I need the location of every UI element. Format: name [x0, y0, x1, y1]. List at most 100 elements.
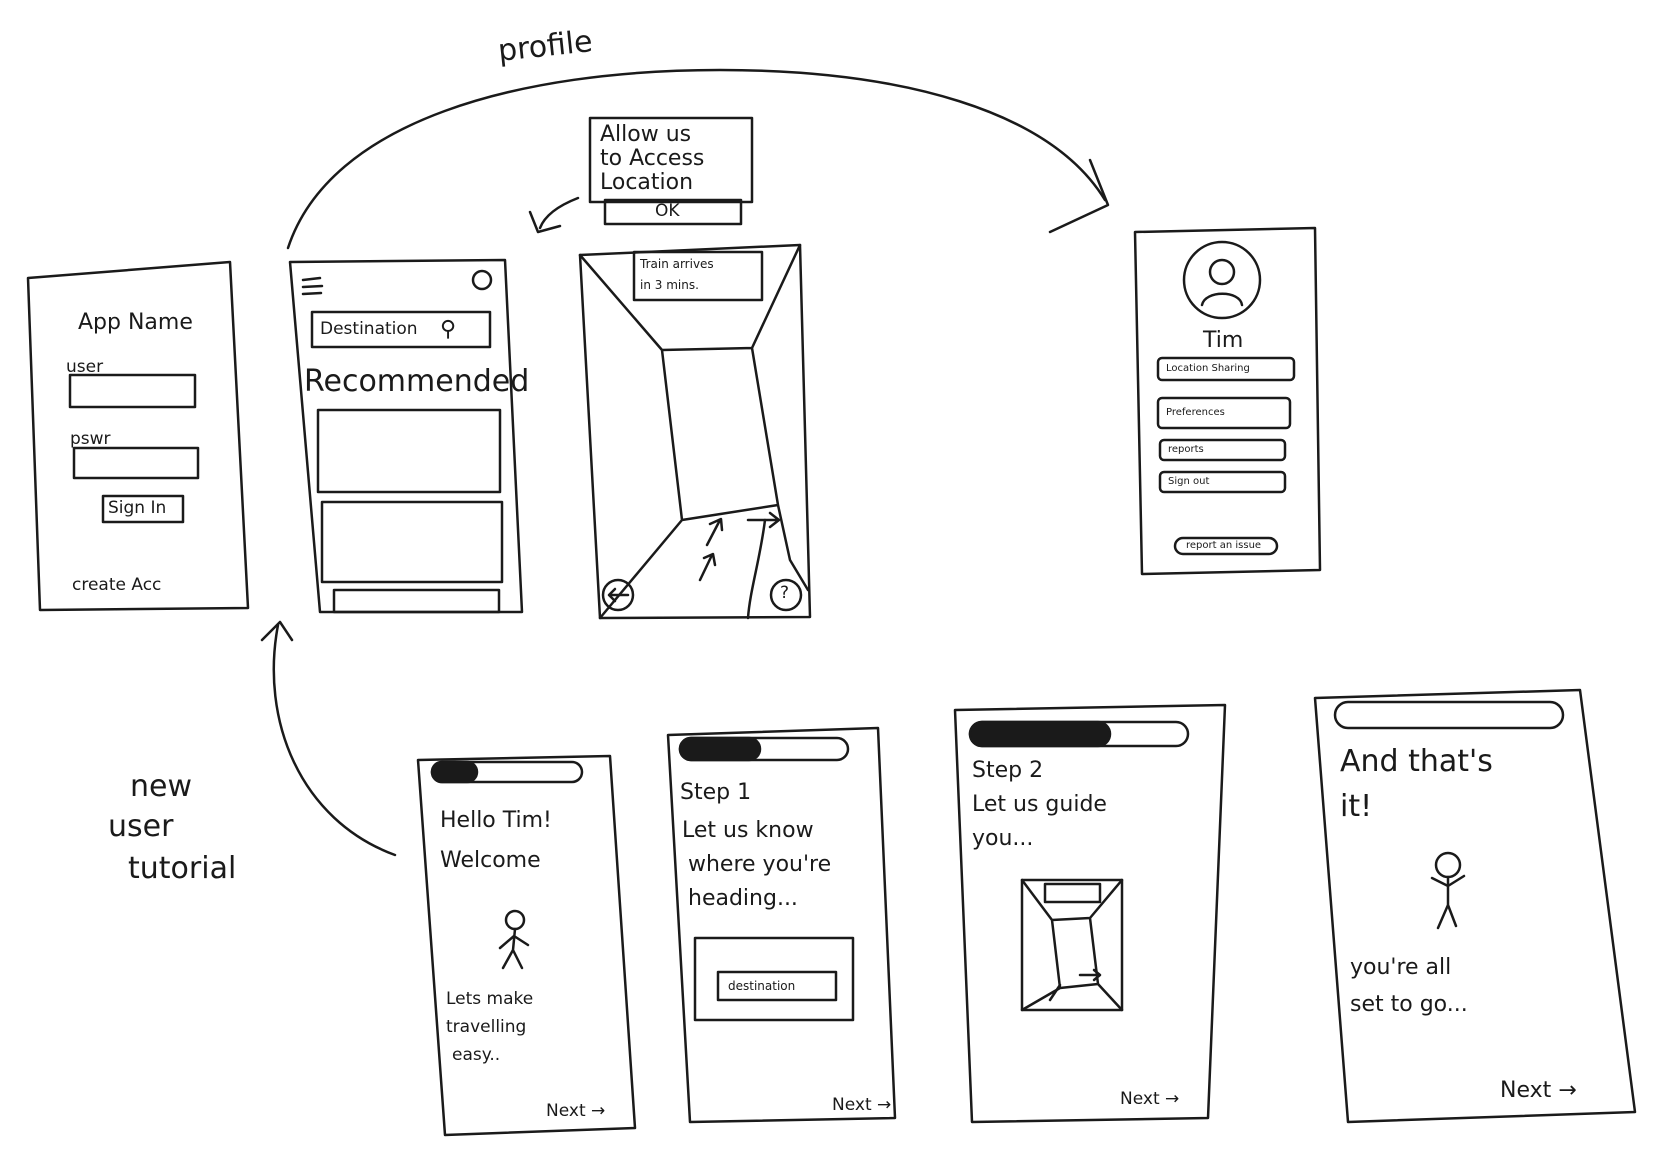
sign-in-button[interactable]: Sign In — [108, 498, 167, 518]
back-arrow-icon — [607, 587, 630, 603]
avatar-head — [1208, 258, 1236, 286]
avatar-circle — [1182, 240, 1262, 320]
password-label: pswr — [70, 429, 111, 449]
ar-help-button — [769, 578, 803, 612]
report-issue-button[interactable]: report an issue — [1186, 540, 1262, 551]
destination-search-input[interactable]: Destination — [320, 319, 418, 339]
stickfigure-head-4 — [1434, 851, 1462, 879]
profile-item-box-4 — [1158, 470, 1287, 494]
ar-banner-line1: Train arrives — [640, 257, 714, 271]
settings-icon — [471, 269, 493, 291]
ar-arrow-3 — [746, 511, 781, 529]
tutorial3-line3: you... — [972, 826, 1034, 851]
tutorial-label-user: user — [108, 809, 174, 844]
tutorial3-arrows — [1048, 968, 1102, 1002]
ar-arrow-1 — [698, 552, 717, 582]
location-ok-box — [603, 198, 743, 226]
ar-screen-frame — [578, 243, 812, 620]
report-issue-box — [1173, 536, 1279, 556]
tutorial3-mini-banner — [1043, 882, 1102, 904]
profile-arrowhead — [1048, 158, 1110, 234]
ar-back-button — [601, 578, 635, 612]
home-screen-frame — [288, 258, 524, 614]
ar-banner-box — [632, 250, 764, 302]
tutorial2-frame — [666, 726, 897, 1124]
profile-item-box-3 — [1158, 438, 1287, 462]
profile-item-box-2 — [1156, 396, 1292, 430]
menu-icon — [301, 276, 324, 296]
tutorial2-progress-fill — [678, 736, 762, 762]
avatar-body — [1200, 292, 1244, 307]
profile-item-location-sharing[interactable]: Location Sharing — [1166, 363, 1250, 374]
tutorial3-progress-fill — [968, 720, 1112, 748]
stickfigure-head-1 — [504, 909, 526, 931]
tutorial2-line3: where you're — [688, 852, 832, 877]
profile-item-preferences[interactable]: Preferences — [1166, 407, 1225, 418]
location-ok-button[interactable]: OK — [655, 201, 680, 221]
password-input-box — [72, 446, 200, 480]
app-name-title: App Name — [78, 310, 193, 335]
stickfigure-body-4 — [1430, 874, 1466, 930]
user-label: user — [66, 357, 104, 377]
sign-in-button-box — [101, 494, 185, 524]
tutorial3-line1: Step 2 — [972, 758, 1044, 783]
tutorial4-progress-bar — [1333, 700, 1565, 730]
tutorial1-frame — [416, 754, 637, 1137]
tutorial-label-new: new — [130, 769, 193, 804]
ar-banner-line2: in 3 mins. — [640, 278, 699, 292]
search-icon[interactable]: ⚲ — [440, 317, 457, 342]
profile-item-box-1 — [1156, 356, 1296, 382]
tutorial2-line2: Let us know — [682, 818, 814, 843]
tutorial1-line2: Welcome — [440, 848, 541, 873]
tutorial2-search-input[interactable]: destination — [728, 979, 796, 993]
recommended-card-1 — [316, 408, 502, 494]
recommended-card-2 — [320, 500, 504, 584]
location-prompt-line3: Location — [600, 170, 694, 195]
profile-item-sign-out[interactable]: Sign out — [1168, 476, 1210, 487]
tutorial2-line4: heading... — [688, 886, 798, 911]
help-icon[interactable]: ? — [780, 583, 790, 603]
tutorial1-line1: Hello Tim! — [440, 808, 552, 833]
tutorial4-frame — [1313, 688, 1637, 1124]
tutorial1-line4: travelling — [446, 1017, 527, 1037]
tutorial4-line4: set to go... — [1350, 992, 1468, 1017]
tutorial-label-tutorial: tutorial — [128, 851, 237, 886]
tutorial-arrowhead — [260, 620, 294, 642]
stickfigure-body-1 — [498, 927, 530, 970]
tutorial3-mini-corridor — [1020, 878, 1124, 1012]
recommended-card-3 — [332, 588, 501, 614]
ar-arrow-2 — [705, 517, 724, 547]
tutorial2-line1: Step 1 — [680, 780, 752, 805]
profile-item-reports[interactable]: reports — [1168, 444, 1204, 455]
tutorial-flow-arrow — [272, 623, 397, 857]
tutorial1-line5: easy.. — [452, 1045, 501, 1065]
location-arrowhead — [528, 210, 562, 234]
tutorial3-frame — [953, 703, 1227, 1124]
tutorial3-next-button[interactable]: Next → — [1120, 1089, 1180, 1109]
tutorial2-search-box — [716, 970, 838, 1002]
location-prompt-box — [588, 116, 754, 204]
tutorial3-mini-ar — [1020, 878, 1124, 1012]
tutorial1-progress-fill — [430, 760, 479, 784]
user-input-box — [68, 373, 197, 409]
recommended-heading: Recommended — [304, 364, 530, 399]
destination-search-box — [310, 310, 492, 349]
tutorial1-next-button[interactable]: Next → — [546, 1101, 606, 1121]
tutorial2-next-button[interactable]: Next → — [832, 1095, 892, 1115]
profile-screen-frame — [1133, 226, 1322, 576]
tutorial3-line2: Let us guide — [972, 792, 1107, 817]
tutorial1-line3: Lets make — [446, 989, 534, 1009]
tutorial4-line1: And that's — [1340, 744, 1493, 779]
location-flow-arrow — [538, 196, 580, 230]
tutorial4-next-button[interactable]: Next → — [1500, 1078, 1577, 1103]
location-prompt-line2: to Access — [600, 146, 705, 171]
create-account-link[interactable]: create Acc — [72, 575, 162, 595]
location-prompt-line1: Allow us — [600, 122, 692, 147]
tutorial2-mini-screen — [693, 936, 855, 1022]
tutorial4-line2: it! — [1340, 789, 1373, 824]
profile-name: Tim — [1203, 328, 1244, 353]
login-screen-frame — [26, 260, 250, 612]
profile-flow-arrow — [286, 68, 1107, 250]
tutorial4-line3: you're all — [1350, 955, 1452, 980]
